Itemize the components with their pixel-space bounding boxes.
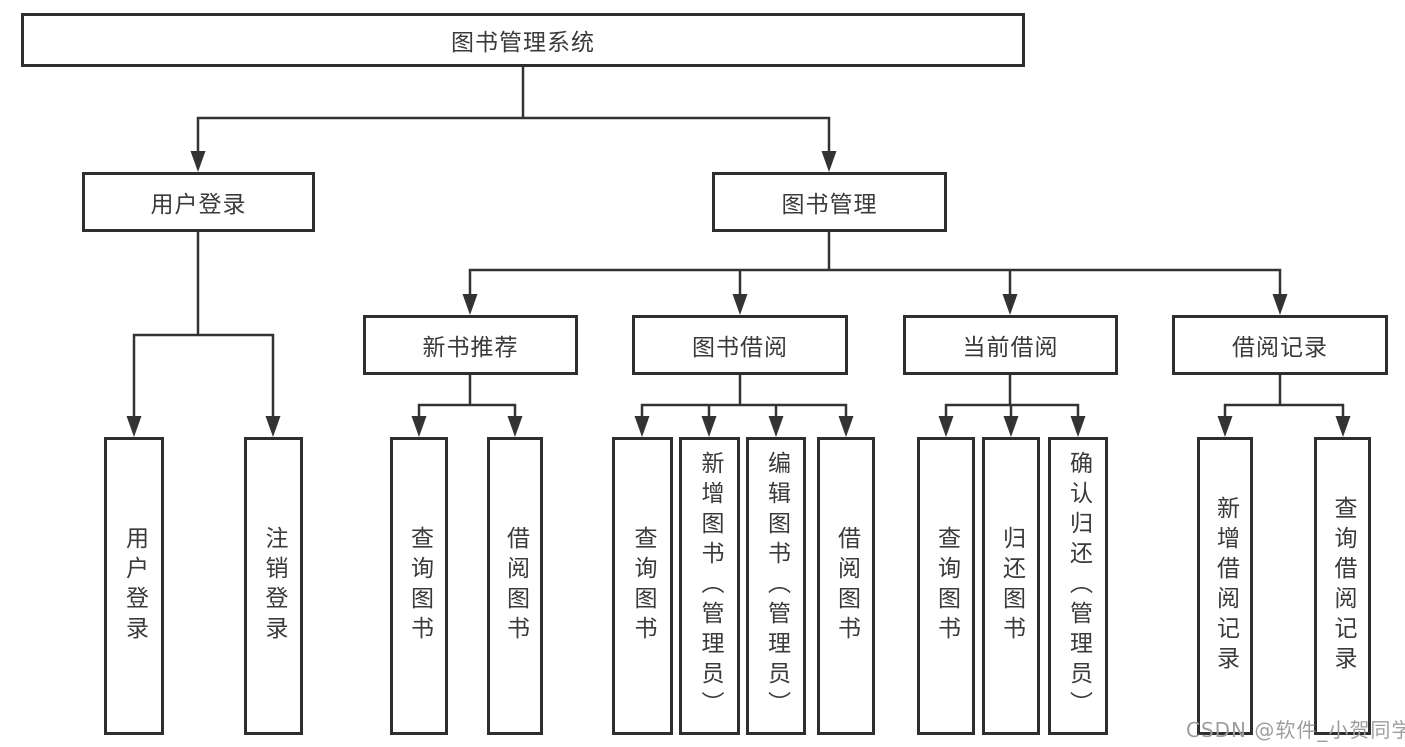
connector-userlogin-to-leaves: [132, 230, 275, 420]
leaf-logout: 注销登录: [244, 437, 303, 735]
node-root-system: 图书管理系统: [21, 13, 1025, 67]
arrow-icon: [768, 416, 784, 437]
node-label: 图书管理: [781, 192, 878, 218]
node-label: 查询图书: [933, 526, 960, 646]
arrow-icon: [126, 416, 142, 437]
node-label: 图书管理系统: [451, 30, 595, 56]
node-current-borrow: 当前借阅: [903, 315, 1118, 375]
arrow-icon: [1003, 416, 1019, 437]
node-label: 确认归还（管理员）: [1065, 451, 1092, 721]
arrow-icon: [821, 151, 837, 172]
connector-newbook-to-leaves: [417, 373, 517, 420]
arrow-icon: [190, 151, 206, 172]
arrow-icon: [265, 416, 281, 437]
csdn-watermark: CSDN @软件_小贺同学: [1186, 718, 1405, 742]
node-book-borrow: 图书借阅: [632, 315, 848, 375]
node-borrow-records: 借阅记录: [1172, 315, 1388, 375]
arrowheads: [126, 151, 1351, 437]
node-book-management: 图书管理: [712, 172, 947, 232]
arrow-icon: [1002, 294, 1018, 315]
connector-bookborrow-to-leaves: [640, 373, 848, 420]
arrow-icon: [411, 416, 427, 437]
arrow-icon: [938, 416, 954, 437]
arrow-icon: [507, 416, 523, 437]
node-label: 新增借阅记录: [1212, 496, 1239, 676]
leaf-user-login: 用户登录: [104, 437, 164, 735]
leaf-query-borrow-record: 查询借阅记录: [1314, 437, 1371, 735]
arrow-icon: [1335, 416, 1351, 437]
leaf-add-borrow-record: 新增借阅记录: [1197, 437, 1253, 735]
node-label: 查询图书: [406, 526, 433, 646]
leaf-borrow-books-recommend: 借阅图书: [487, 437, 543, 735]
arrow-icon: [1272, 294, 1288, 315]
node-label: 借阅图书: [502, 526, 529, 646]
node-label: 注销登录: [261, 526, 287, 646]
leaf-query-books-current: 查询图书: [917, 437, 975, 735]
node-label: 用户登录: [121, 526, 148, 646]
arrow-icon: [634, 416, 650, 437]
node-label: 查询图书: [630, 526, 656, 646]
leaf-query-books-recommend: 查询图书: [390, 437, 448, 735]
arrow-icon: [1070, 416, 1086, 437]
arrow-icon: [732, 294, 748, 315]
node-label: 查询借阅记录: [1330, 496, 1356, 676]
node-user-login: 用户登录: [82, 172, 315, 232]
leaf-return-books: 归还图书: [982, 437, 1040, 735]
node-label: 借阅图书: [833, 526, 860, 646]
connector-bookmgmt-to-level3: [468, 230, 1282, 298]
node-label: 新增图书（管理员）: [697, 451, 723, 721]
node-label: 用户登录: [150, 192, 247, 218]
leaf-borrow-books: 借阅图书: [817, 437, 875, 735]
node-label: 图书借阅: [692, 335, 788, 361]
connector-root-to-level2: [196, 65, 831, 155]
node-label: 当前借阅: [962, 335, 1059, 361]
node-label: 借阅记录: [1232, 335, 1328, 361]
node-label: 新书推荐: [422, 335, 519, 361]
node-new-book-recommend: 新书推荐: [363, 315, 578, 375]
arrow-icon: [1217, 416, 1233, 437]
node-label: 编辑图书（管理员）: [763, 451, 790, 721]
leaf-edit-books-admin: 编辑图书（管理员）: [746, 437, 806, 735]
arrow-icon: [462, 294, 478, 315]
connector-currentborrow-to-leaves: [944, 373, 1080, 420]
arrow-icon: [838, 416, 854, 437]
arrow-icon: [701, 416, 717, 437]
leaf-query-books-borrow: 查询图书: [612, 437, 673, 735]
leaf-confirm-return-admin: 确认归还（管理员）: [1048, 437, 1108, 735]
node-label: 归还图书: [998, 526, 1025, 646]
connector-records-to-leaves: [1223, 373, 1345, 420]
leaf-add-books-admin: 新增图书（管理员）: [679, 437, 740, 735]
